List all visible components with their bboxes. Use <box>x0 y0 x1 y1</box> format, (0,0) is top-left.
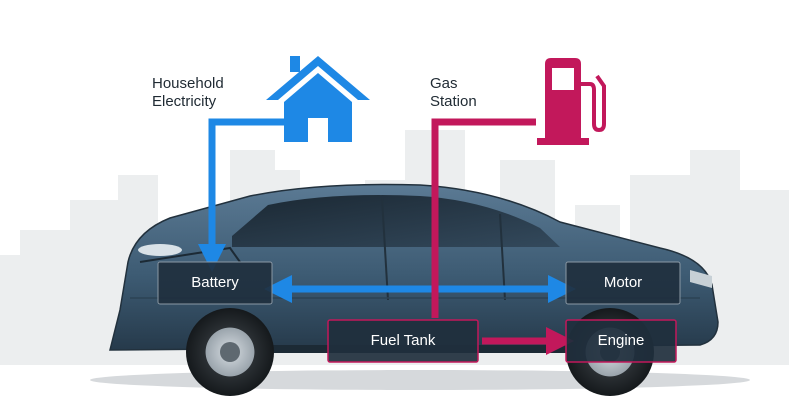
battery-box <box>157 261 273 305</box>
motor-box <box>565 261 681 305</box>
gas-station-to-fuel-tank-line <box>431 118 536 318</box>
gas-pump-icon <box>537 58 606 145</box>
electric-flow <box>198 118 576 303</box>
electricity-to-battery-line <box>198 118 286 272</box>
fuel-tank-label: Fuel Tank <box>370 332 436 349</box>
car-windows <box>232 195 560 247</box>
engine-label: Engine <box>597 332 645 349</box>
fuel-tank-box <box>327 319 479 363</box>
house-icon <box>266 56 370 142</box>
engine-box <box>565 319 677 363</box>
car-shadow <box>90 370 750 390</box>
gas-station-label: Gas Station <box>430 75 477 110</box>
battery-label: Battery <box>191 274 239 291</box>
household-electricity-label: Household Electricity <box>152 75 224 110</box>
fuel-flow <box>431 118 574 355</box>
motor-label: Motor <box>603 274 643 291</box>
front-wheel <box>186 308 274 396</box>
